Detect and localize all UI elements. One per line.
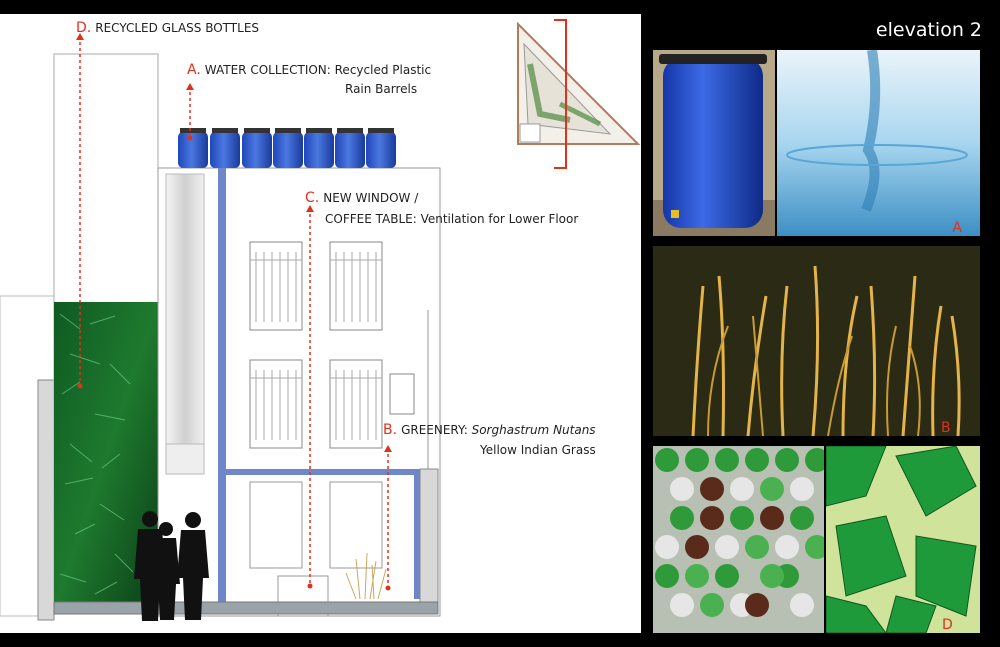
photo-broken-glass: D: [826, 446, 980, 633]
rain-barrels: [178, 128, 396, 168]
photo-grass: B: [653, 246, 980, 436]
photo-water: A: [777, 50, 980, 236]
label-c-text: NEW WINDOW /: [323, 191, 419, 205]
label-a: A.WATER COLLECTION: Recycled Plastic: [187, 62, 431, 78]
label-d: D.RECYCLED GLASS BOTTLES: [76, 20, 259, 36]
label-d-text: RECYCLED GLASS BOTTLES: [95, 21, 260, 35]
elevation-drawing: D.RECYCLED GLASS BOTTLES A.WATER COLLECT…: [0, 14, 641, 633]
label-a-letter: A.: [187, 62, 201, 78]
elevation-svg: [0, 19, 641, 621]
people-silhouettes: [134, 511, 209, 621]
label-c: C.NEW WINDOW /: [305, 190, 418, 206]
photo-rain-barrel: [653, 50, 775, 236]
label-b-text: GREENERY:: [401, 423, 472, 437]
label-b-line2: Yellow Indian Grass: [480, 443, 596, 457]
site-plan-inset: [517, 19, 641, 169]
label-b-italic: Sorghastrum Nutans: [471, 423, 596, 437]
label-c-line2: COFFEE TABLE: Ventilation for Lower Floo…: [325, 212, 579, 226]
photo-label-d: D: [942, 617, 953, 633]
label-c-letter: C.: [305, 190, 320, 206]
label-a-line2: Rain Barrels: [345, 82, 418, 96]
label-a-text: WATER COLLECTION: Recycled Plastic: [204, 63, 432, 77]
photo-label-a: A: [952, 220, 962, 236]
photo-bottle-wall: [653, 446, 824, 633]
label-d-letter: D.: [76, 20, 92, 36]
label-b-letter: B.: [383, 422, 398, 438]
photo-label-b: B: [941, 420, 951, 436]
label-b: B.GREENERY: Sorghastrum Nutans: [383, 422, 596, 438]
view-title: elevation 2: [875, 19, 982, 41]
